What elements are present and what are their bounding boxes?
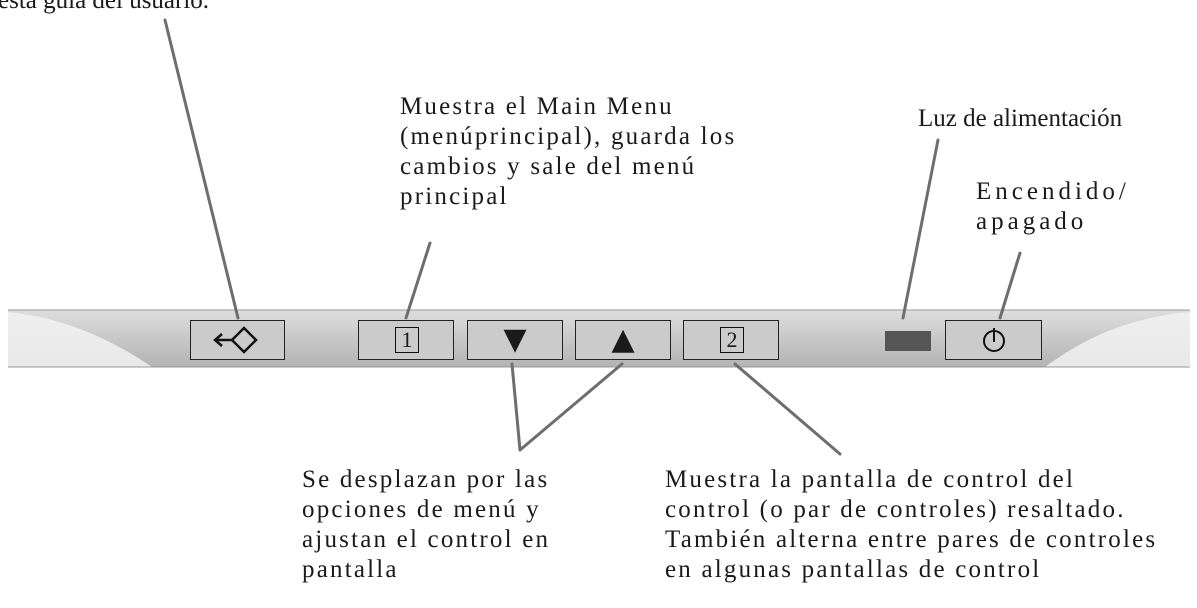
power-button[interactable] — [945, 320, 1042, 360]
up-button[interactable]: ▲ — [575, 320, 671, 360]
leader-power-switch — [998, 251, 1022, 320]
power-switch-label: Encendido/ apagado — [976, 178, 1130, 235]
enter-button[interactable] — [190, 320, 285, 360]
control-screen-description: Muestra la pantalla de control del contr… — [665, 466, 1158, 583]
down-triangle-icon: ▼ — [503, 322, 527, 357]
leader-up-key — [518, 362, 624, 452]
up-triangle-icon: ▲ — [611, 322, 635, 357]
key1-button[interactable]: 1 — [358, 320, 454, 360]
scroll-description: Se desplazan por las opciones de menú y … — [302, 466, 551, 583]
leader-key2 — [733, 362, 842, 456]
top-left-cut-text: esta guía del usuario. — [0, 0, 210, 14]
leader-down-key — [510, 362, 522, 452]
main-menu-description: Muestra el Main Menu (menúprincipal), gu… — [400, 93, 737, 210]
power-led — [885, 331, 931, 351]
key2-icon: 2 — [720, 327, 744, 353]
leader-enter-key — [163, 18, 240, 320]
leader-power-light — [901, 138, 940, 320]
down-button[interactable]: ▼ — [467, 320, 563, 360]
key1-icon: 1 — [395, 327, 419, 353]
key2-button[interactable]: 2 — [683, 320, 779, 360]
right-bezel-curve — [1045, 312, 1190, 367]
power-light-label: Luz de alimentación — [918, 105, 1123, 132]
leader-key1 — [404, 241, 432, 320]
left-bezel-curve — [8, 312, 152, 367]
power-icon — [983, 328, 1005, 352]
enter-arrow-icon — [213, 326, 258, 354]
